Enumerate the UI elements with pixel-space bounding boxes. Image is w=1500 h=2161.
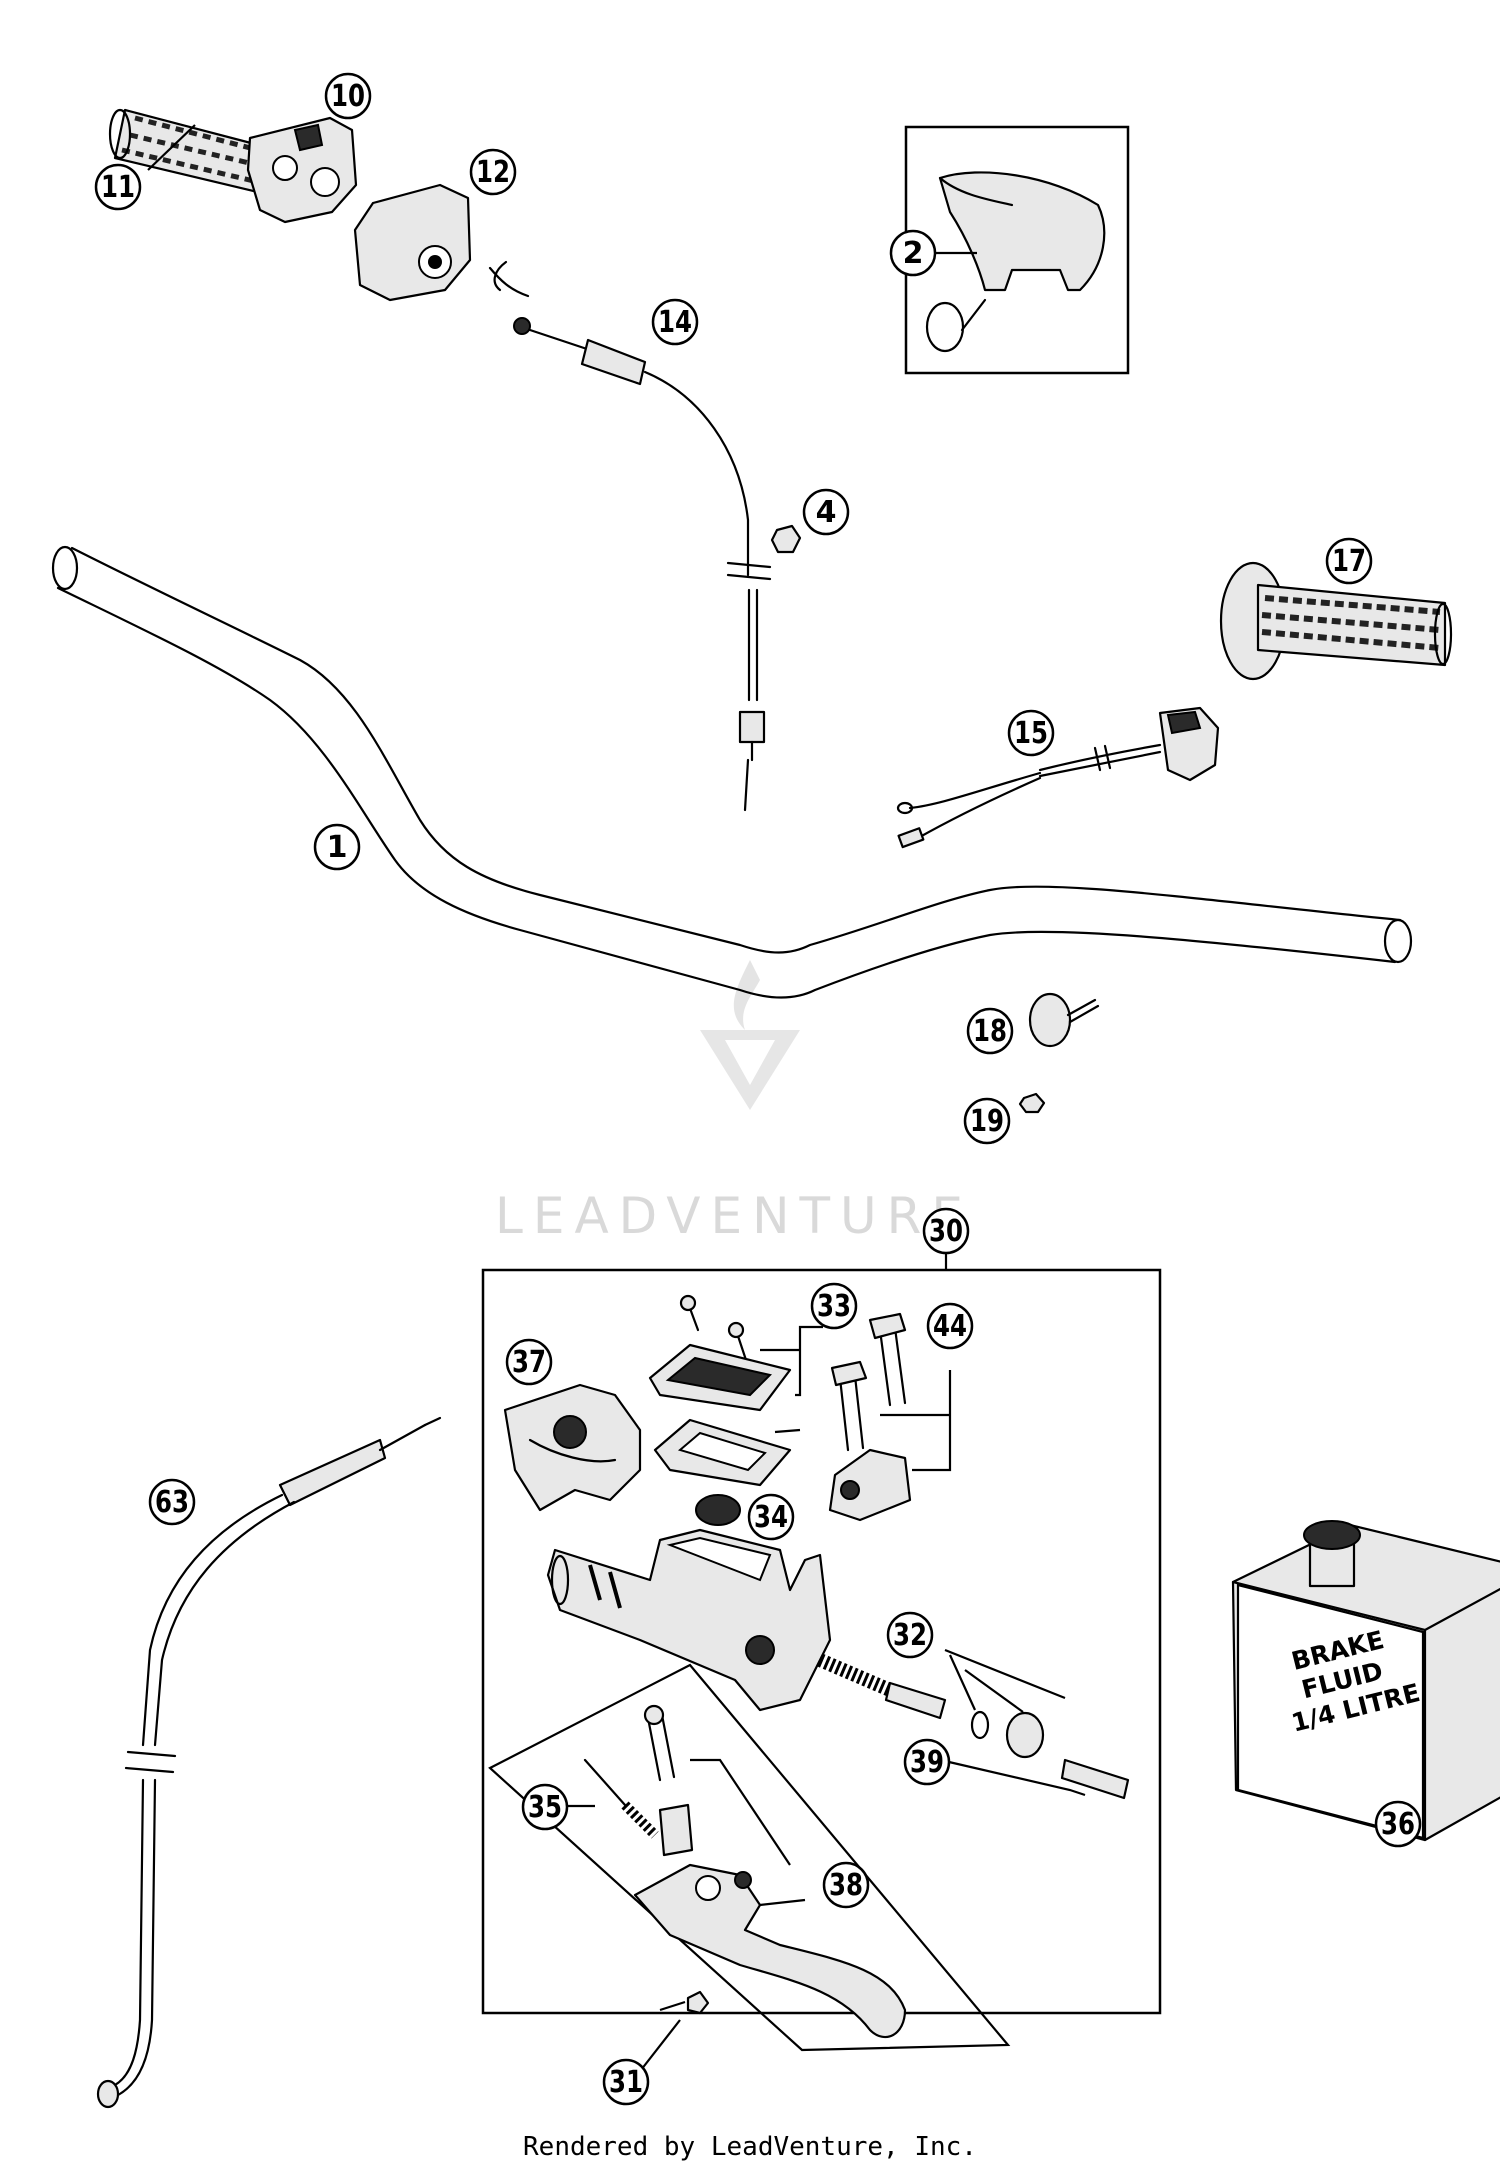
part-label-text: 1 <box>327 830 348 865</box>
part-label-14[interactable]: 14 <box>651 298 699 346</box>
piston-kit <box>817 1648 1130 1800</box>
throttle-cover <box>353 183 472 302</box>
handlebar <box>51 545 1413 999</box>
part-label-text: 30 <box>929 1214 963 1249</box>
part-label-11[interactable]: 11 <box>94 163 142 211</box>
diaphragm <box>695 1494 741 1526</box>
part-label-36[interactable]: 36 <box>1374 1800 1422 1848</box>
part-label-32[interactable]: 32 <box>886 1611 934 1659</box>
clutch-cable-63 <box>96 1416 442 2109</box>
left-grip <box>1219 561 1453 681</box>
part-label-text: 38 <box>829 1868 863 1903</box>
part-label-18[interactable]: 18 <box>966 1007 1014 1055</box>
cover-box <box>904 125 1130 375</box>
watermark-text: LEADVENTURE <box>495 1187 973 1245</box>
part-label-30[interactable]: 30 <box>922 1207 970 1255</box>
part-label-text: 2 <box>903 236 924 271</box>
part-label-text: 31 <box>609 2065 643 2100</box>
kill-switch-cable <box>488 260 772 812</box>
part-label-31[interactable]: 31 <box>602 2058 650 2106</box>
part-label-35[interactable]: 35 <box>521 1783 569 1831</box>
brake-fluid-can: BRAKE FLUID 1/4 LITRE <box>1231 1520 1500 1842</box>
part-label-text: 34 <box>754 1500 788 1535</box>
part-label-text: 39 <box>910 1745 944 1780</box>
lever-box <box>488 1663 1011 2052</box>
part-label-text: 10 <box>331 79 365 114</box>
render-credit: Rendered by LeadVenture, Inc. <box>523 2132 977 2161</box>
clamp-37 <box>503 1383 642 1512</box>
part-label-15[interactable]: 15 <box>1007 709 1055 757</box>
part-label-38[interactable]: 38 <box>822 1861 870 1909</box>
part-label-text: 15 <box>1014 716 1048 751</box>
part-label-19[interactable]: 19 <box>963 1097 1011 1145</box>
part-label-37[interactable]: 37 <box>505 1338 553 1386</box>
throttle-grip <box>108 108 272 195</box>
throttle-housing <box>246 116 358 224</box>
part-label-33[interactable]: 33 <box>810 1282 858 1330</box>
part-label-text: 33 <box>817 1289 851 1324</box>
part-label-text: 12 <box>476 155 510 190</box>
part-label-text: 63 <box>155 1485 189 1520</box>
part-label-text: 37 <box>512 1345 546 1380</box>
reservoir-cover <box>648 1294 792 1487</box>
part-label-text: 14 <box>658 305 692 340</box>
part-label-12[interactable]: 12 <box>469 148 517 196</box>
switch-assembly <box>896 706 1220 849</box>
part-label-text: 17 <box>1332 544 1366 579</box>
part-label-1[interactable]: 1 <box>313 823 361 871</box>
part-label-text: 11 <box>101 170 135 205</box>
part-label-34[interactable]: 34 <box>747 1493 795 1541</box>
part-label-text: 19 <box>970 1104 1004 1139</box>
clamp-screws <box>828 1312 912 1522</box>
part-label-2[interactable]: 2 <box>889 229 937 277</box>
part-label-44[interactable]: 44 <box>926 1302 974 1350</box>
part-label-10[interactable]: 10 <box>324 72 372 120</box>
part-label-text: 32 <box>893 1618 927 1653</box>
nut <box>770 524 802 554</box>
nut-19 <box>1018 1092 1046 1114</box>
part-label-text: 4 <box>816 495 837 530</box>
part-label-63[interactable]: 63 <box>148 1478 196 1526</box>
part-label-4[interactable]: 4 <box>802 488 850 536</box>
part-label-17[interactable]: 17 <box>1325 537 1373 585</box>
part-label-text: 35 <box>528 1790 562 1825</box>
leadventure-watermark: LEADVENTURE <box>495 960 973 1245</box>
part-label-text: 18 <box>973 1014 1007 1049</box>
master-cylinder-body <box>546 1528 832 1712</box>
part-label-text: 44 <box>933 1309 967 1344</box>
part-label-text: 36 <box>1381 1807 1415 1842</box>
part-label-39[interactable]: 39 <box>903 1738 951 1786</box>
cap-18 <box>1028 992 1100 1048</box>
